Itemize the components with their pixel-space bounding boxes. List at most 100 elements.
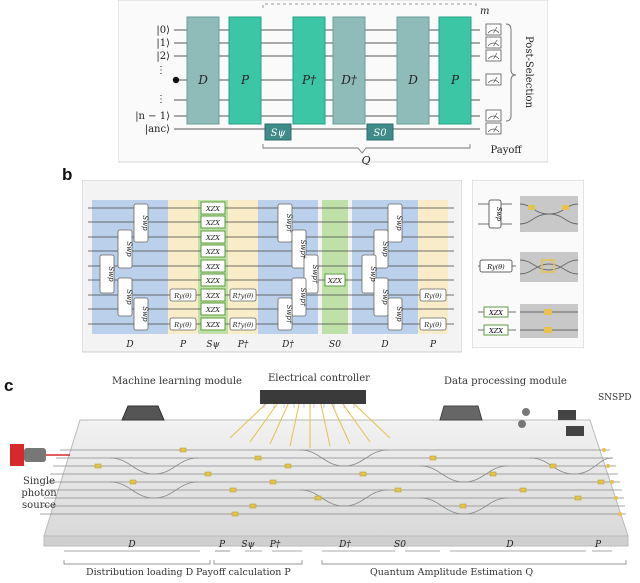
xzx-4: XZX <box>205 248 220 256</box>
section-label-D1: D <box>125 340 133 350</box>
snspd-label: SNSPD <box>598 393 632 403</box>
qubit-label-0: |0⟩ <box>156 25 170 36</box>
ry-p2-2: Ry(θ) <box>423 321 442 329</box>
xzx-1: XZX <box>205 205 220 213</box>
q-brace <box>262 144 471 154</box>
ry-p1-1: Ry(θ) <box>173 292 192 300</box>
chip-section-Spsi: Sψ <box>241 540 255 550</box>
gate-S-psi <box>264 123 292 141</box>
photon-source-laser <box>10 444 24 466</box>
legend-xzx-label-2: XZX <box>488 327 503 335</box>
chip-section-P1: P <box>218 540 226 550</box>
repeat-bracket-top <box>262 3 477 8</box>
payoff-label: Payoff <box>490 145 522 156</box>
swpdag-5: Swp† <box>285 305 293 324</box>
qubit-label-n1: |n − 1⟩ <box>135 111 170 122</box>
machine-learning-chip <box>121 405 165 421</box>
single-photon-source-label: Single photon source <box>21 476 57 511</box>
section-label-Pdag: P† <box>237 340 249 350</box>
qubit-label-anc: |anc⟩ <box>145 124 170 135</box>
swp-d2-4: Swp <box>381 289 389 305</box>
legend-ry-photonic <box>520 252 578 282</box>
rydag-1: R†y(θ) <box>232 292 254 300</box>
section-label-Spsi: Sψ <box>206 340 220 350</box>
chip-section-D1: D <box>127 540 135 550</box>
section-label-P2: P <box>429 340 437 350</box>
payoff-calculation-label: Payoff calculation P <box>196 567 291 578</box>
post-selection-label: Post-Selection <box>523 36 534 109</box>
panel-b-circuit: Swp Swp Swp Swp Swp Swp† Swp† Swp† Swp† … <box>81 179 463 356</box>
meter-0 <box>485 23 502 36</box>
panel-letter-b: b <box>62 165 73 184</box>
swpdag-1: Swp† <box>285 214 293 233</box>
qae-label: Quantum Amplitude Estimation Q <box>370 567 534 578</box>
meter-anc <box>485 122 502 135</box>
section-label-P1: P <box>179 340 187 350</box>
qubit-label-dots-2: ⋮ <box>156 94 166 105</box>
ry-p2-1: Ry(θ) <box>423 292 442 300</box>
meter-1 <box>485 36 502 49</box>
xzx-s0: XZX <box>327 277 342 285</box>
gate-D-1-label: D <box>197 73 208 87</box>
chip-section-Ddag: D† <box>338 540 351 550</box>
meter-4 <box>485 109 502 122</box>
gate-Pdag-label: P† <box>301 73 317 87</box>
swp-d2-1: Swp <box>395 215 403 231</box>
chip-section-P2: P <box>594 540 602 550</box>
repeat-label: m <box>480 6 489 17</box>
ry-p1-2: Ry(θ) <box>173 321 192 329</box>
xzx-9: XZX <box>205 321 220 329</box>
chip-section-D2: D <box>505 540 513 550</box>
data-processing-label: Data processing module <box>444 376 567 387</box>
chip-section-Pdag: P† <box>269 540 281 550</box>
gate-Ddag-label: D† <box>340 73 358 87</box>
snspd-chip-2 <box>566 426 584 436</box>
swp-d1-3: Swp <box>107 266 115 282</box>
section-label-S0: S0 <box>329 340 341 350</box>
legend-ry-label: Ry(θ) <box>486 263 505 271</box>
q-label: Q <box>361 154 370 165</box>
electrical-controller-chip <box>260 390 366 404</box>
xzx-3: XZX <box>205 234 220 242</box>
qubit-label-dots-1: ⋮ <box>156 65 166 76</box>
chip-slab <box>43 419 629 537</box>
gate-S-0 <box>366 123 394 141</box>
xzx-7: XZX <box>205 292 220 300</box>
legend-xzx-label-1: XZX <box>488 309 503 317</box>
swpdag-4: Swp† <box>299 288 307 307</box>
xzx-6: XZX <box>205 277 220 285</box>
qubit-label-2: |2⟩ <box>156 51 170 62</box>
gate-P-1-label: P <box>240 73 250 87</box>
section-P-1 <box>168 200 198 334</box>
swp-d1-2: Swp <box>125 241 133 257</box>
post-selection-brace <box>505 23 517 122</box>
section-P-2 <box>418 200 448 334</box>
xzx-8: XZX <box>205 306 220 314</box>
meter-3 <box>485 73 502 86</box>
data-processing-chip <box>439 405 483 421</box>
controller-wires <box>229 399 391 448</box>
xzx-5: XZX <box>205 263 220 271</box>
gate-P-2-label: P <box>450 73 460 87</box>
panel-b-legend: Swp Ry(θ) XZX XZX <box>471 179 585 349</box>
machine-learning-label: Machine learning module <box>112 376 242 387</box>
snspd-chip-1 <box>558 410 576 420</box>
section-S-0 <box>322 200 348 334</box>
chip-section-S0: S0 <box>394 540 406 550</box>
photon-source-coupler <box>24 448 46 462</box>
legend-swp-label: Swp <box>495 207 503 222</box>
panel-a-circuit: |0⟩ |1⟩ |2⟩ ⋮ ⋮ |n − 1⟩ |anc⟩ D P Sψ P† … <box>117 0 549 167</box>
swp-d1-1: Swp <box>141 215 149 231</box>
electrical-controller-label: Electrical controller <box>268 373 370 384</box>
swp-d2-5: Swp <box>395 306 403 322</box>
section-Pdag <box>228 200 258 334</box>
distribution-loading-label: Distribution loading D <box>86 567 194 578</box>
gate-D-2 <box>396 16 430 125</box>
section-label-Ddag: D† <box>281 340 294 350</box>
swpdag-3: Swp† <box>311 265 319 284</box>
swpdag-2: Swp† <box>299 240 307 259</box>
gate-S-psi-label: Sψ <box>271 128 286 139</box>
snspd-detector-1 <box>522 408 530 416</box>
gate-S-0-label: S0 <box>373 128 387 139</box>
snspd-detector-2 <box>518 420 526 428</box>
